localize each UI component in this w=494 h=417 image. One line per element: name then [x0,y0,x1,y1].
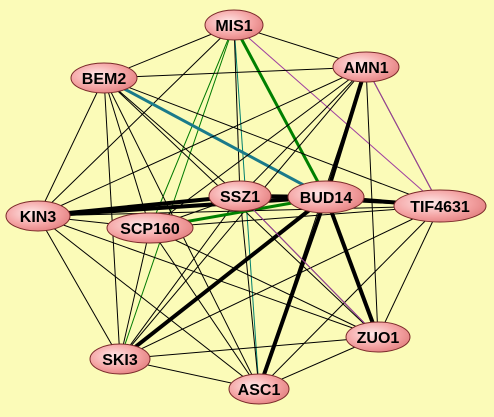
edge-mis1-bud14 [232,24,328,198]
node-shape [228,373,290,405]
node-label: SKI3 [102,352,138,369]
node-label: SCP160 [120,221,180,238]
node-shape [393,189,487,223]
node-shape [70,62,138,94]
node-label: ZUO1 [357,330,400,347]
node-zuo1[interactable]: ZUO1 [345,321,411,353]
node-label: SSZ1 [220,189,260,206]
node-bem2[interactable]: BEM2 [70,62,138,94]
node-tif4631[interactable]: TIF4631 [393,189,487,223]
edge-scp160-ski3 [119,227,151,360]
edge-bem2-scp160 [103,77,151,229]
node-shape [89,343,151,375]
edge-bud14-zuo1 [324,196,380,338]
node-mis1[interactable]: MIS1 [204,9,264,41]
node-shape [208,180,272,212]
node-amn1[interactable]: AMN1 [332,51,400,83]
node-label: TIF4631 [410,199,470,216]
node-shape [106,212,194,244]
edge-tif4631-ski3 [119,205,441,360]
node-kin3[interactable]: KIN3 [5,200,71,232]
node-shape [204,9,264,41]
edge-tif4631-asc1 [258,205,441,390]
edge-tif4631-scp160 [149,205,441,229]
node-shape [5,200,71,232]
edge-tif4631-zuo1 [377,205,441,338]
edge-amn1-tif4631 [365,66,441,207]
edge-bem2-tif4631 [103,77,441,207]
edge-scp160-asc1 [149,227,260,390]
edge-kin3-asc1 [37,215,260,390]
node-label: BEM2 [82,71,127,88]
edge-amn1-kin3 [37,66,367,217]
node-shape [345,321,411,353]
edge-bud14-ski3 [118,195,328,361]
edge-mis1-ski3 [119,24,235,360]
node-ssz1[interactable]: SSZ1 [208,180,272,212]
edge-bud14-kin3 [37,195,327,218]
node-ski3[interactable]: SKI3 [89,343,151,375]
edge-amn1-bud14 [324,66,368,198]
node-asc1[interactable]: ASC1 [228,373,290,405]
edge-bem2-ski3 [103,77,121,360]
node-label: KIN3 [20,209,57,226]
edge-amn1-ssz1 [239,66,367,197]
edge-scp160-zuo1 [149,227,379,338]
edge-bem2-ssz1 [103,77,241,197]
node-scp160[interactable]: SCP160 [106,212,194,244]
edge-ssz1-asc1 [239,195,260,390]
edge-kin3-ski3 [37,215,121,360]
edge-bem2-kin3 [37,77,105,217]
edge-bud14-asc1 [257,196,328,390]
node-shape [332,51,400,83]
edge-zuo1-ski3 [119,336,379,360]
edge-mis1-ssz1 [233,24,241,197]
edge-ssz1-zuo1 [239,195,379,338]
node-label: MIS1 [215,18,252,35]
node-label: ASC1 [238,382,281,399]
node-bud14[interactable]: BUD14 [287,180,365,214]
edge-bem2-bud14 [103,76,327,199]
edge-bem2-amn1 [103,66,367,79]
edge-kin3-zuo1 [37,215,379,338]
node-shape [287,180,365,214]
edge-mis1-kin3 [37,24,235,217]
node-label: AMN1 [343,60,388,77]
edge-mis1-tif4631 [233,24,441,207]
node-label: BUD14 [300,190,353,207]
